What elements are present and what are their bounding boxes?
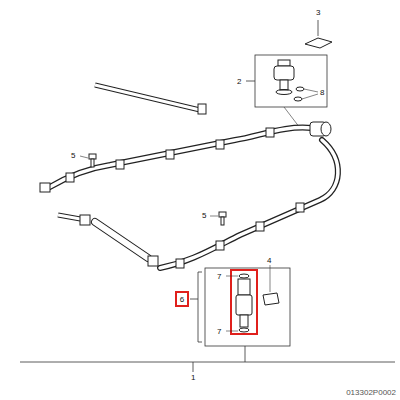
callout-number: 8 <box>319 88 325 97</box>
callout-number: 5 <box>201 211 207 220</box>
callout-number: 4 <box>266 256 272 265</box>
callout-number: 1 <box>190 373 196 382</box>
callout-number: 7 <box>216 327 222 336</box>
callout-number: 5 <box>70 151 76 160</box>
callout-box: 6 <box>175 291 189 307</box>
callout-number: 6 <box>180 295 184 304</box>
callout-number: 7 <box>216 272 222 281</box>
callout-number: 2 <box>236 77 242 86</box>
callout-number: 3 <box>315 8 321 17</box>
drawing-code: 013302P0002 <box>345 388 397 397</box>
